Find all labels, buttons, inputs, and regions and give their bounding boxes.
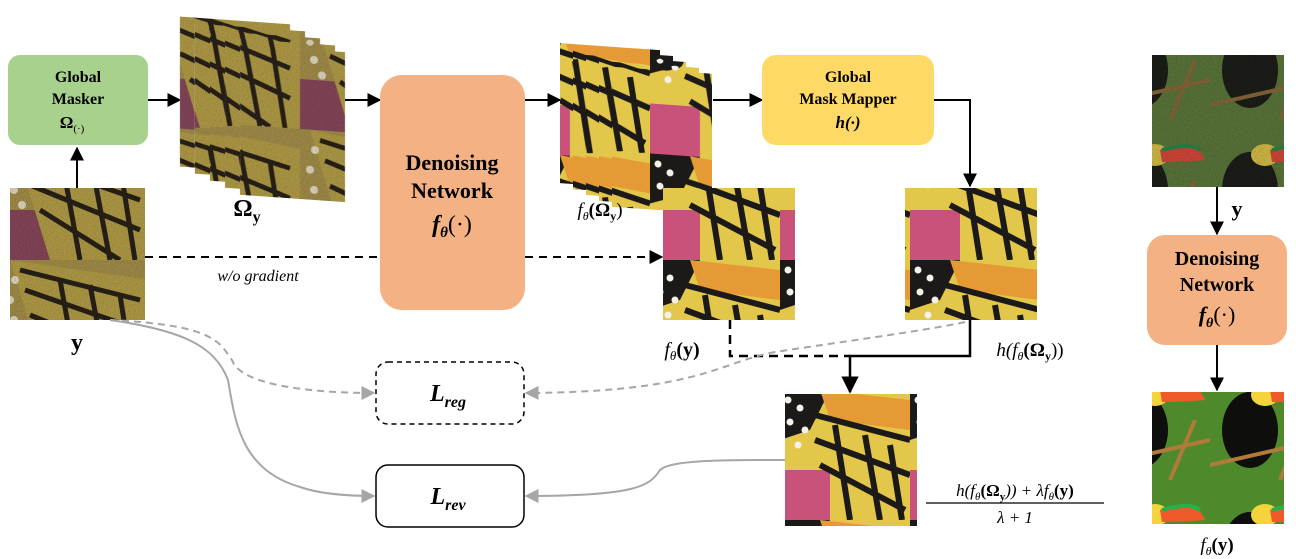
toucan-clean-image xyxy=(1152,392,1284,524)
denoising-network-box: Denoising Network fθ(·) xyxy=(380,75,525,310)
arrow-combined-to-lrev xyxy=(524,459,786,503)
toucan-noisy-image xyxy=(1152,55,1284,187)
masked-images-stack xyxy=(180,16,345,203)
label-f-omega-y: fθ(Ωy) xyxy=(577,200,622,223)
inference-network-line1: Denoising xyxy=(1175,248,1259,270)
fy-output-image xyxy=(663,188,795,320)
loss-reg-box: Lreg xyxy=(375,361,525,425)
denoised-masked-stack xyxy=(560,43,712,214)
arrow-y-to-lrev xyxy=(109,319,376,503)
label-f-y: fθ(y) xyxy=(664,339,699,363)
global-masker-line1: Global xyxy=(55,69,102,86)
label-omega-y: Ωy xyxy=(233,196,260,226)
denoising-network-formula: fθ(·) xyxy=(432,212,472,241)
fraction-denominator: λ + 1 xyxy=(996,508,1033,527)
arrow-y-to-lreg xyxy=(109,319,376,400)
arrow-mapped-to-lreg xyxy=(524,321,966,400)
label-f-y-right: fθ(y) xyxy=(1200,535,1233,558)
combined-formula: h(fθ(Ωy)) + λfθ(y) λ + 1 xyxy=(926,481,1104,527)
dashed-fy-to-merge xyxy=(728,320,850,358)
global-masker-symbol: Ω(·) xyxy=(60,113,85,135)
fraction-numerator: h(fθ(Ωy)) + λfθ(y) xyxy=(956,481,1074,503)
noisy-input-image xyxy=(10,188,145,320)
mapped-output-image xyxy=(905,188,1037,320)
label-wo-gradient: w/o gradient xyxy=(217,268,299,285)
denoising-network-line1: Denoising xyxy=(406,150,499,175)
global-mask-mapper-box: Global Mask Mapper h(·) xyxy=(762,55,934,145)
inference-network-box: Denoising Network fθ(·) xyxy=(1147,235,1287,345)
arrow-mapper-to-mapped-image xyxy=(934,99,977,188)
mask-mapper-formula: h(·) xyxy=(835,113,860,132)
denoising-network-line2: Network xyxy=(411,178,494,203)
combined-output-image xyxy=(785,394,917,526)
arrow-merge-to-combined xyxy=(841,320,972,394)
loss-rev-box: Lrev xyxy=(375,464,525,528)
inference-network-line2: Network xyxy=(1180,274,1255,296)
label-y-left: y xyxy=(71,330,83,356)
loss-rev-label: Lrev xyxy=(429,484,466,514)
global-masker-box: Global Masker Ω(·) xyxy=(8,55,148,145)
loss-reg-label: Lreg xyxy=(429,381,466,411)
global-masker-line2: Masker xyxy=(52,91,104,108)
mask-mapper-line1: Global xyxy=(825,69,872,86)
label-y-right: y xyxy=(1232,196,1243,221)
inference-network-formula: fθ(·) xyxy=(1199,302,1236,331)
mask-mapper-line2: Mask Mapper xyxy=(799,91,896,108)
label-h-f-omega-y: h(fθ(Ωy)) xyxy=(996,340,1063,363)
